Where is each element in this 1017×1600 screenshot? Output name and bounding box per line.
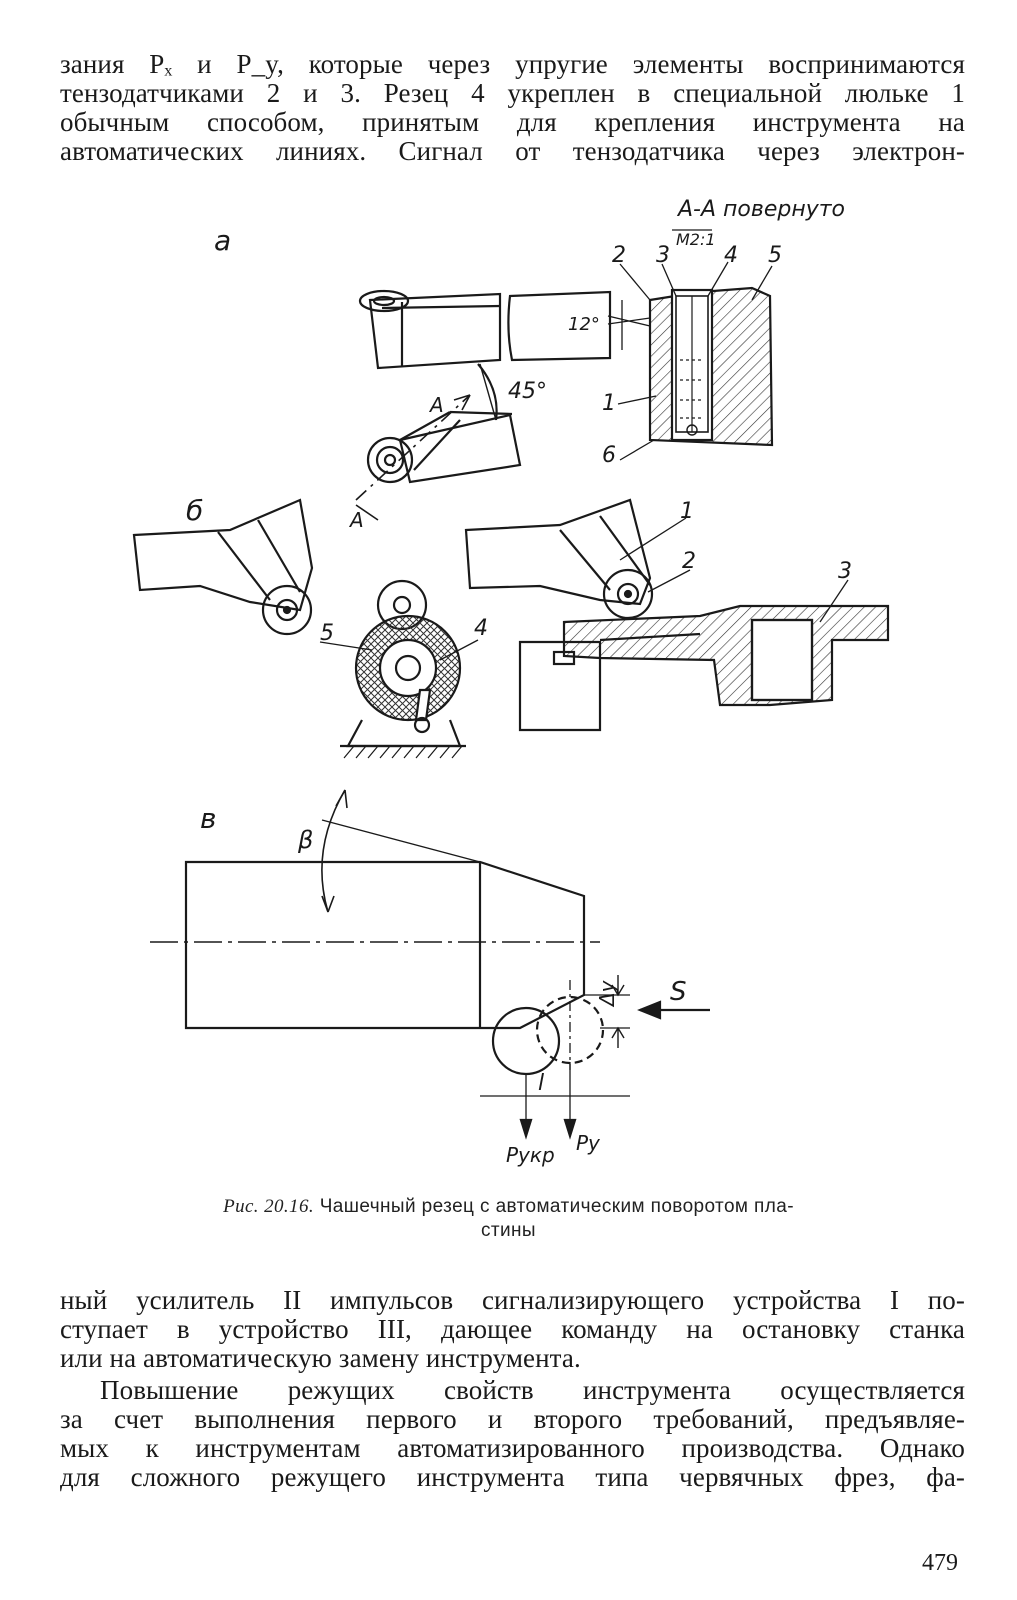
callout-b-3: 3	[838, 559, 852, 584]
scale-label: М2:1	[676, 230, 716, 249]
callout-3: 3	[656, 243, 670, 268]
angle-45-label: 45°	[508, 379, 547, 404]
bottom-paragraph-1: ный усилитель II импульсов сигнализирующ…	[60, 1286, 965, 1373]
section-title: А-А повернуто	[676, 197, 845, 222]
delta-y-label: Δу	[595, 979, 619, 1008]
caption-prefix: Рис. 20.16.	[223, 1196, 315, 1217]
page-number: 479	[922, 1550, 958, 1576]
panel-label-b: б	[186, 494, 203, 527]
text-line: или на автоматическую замену инструмента…	[60, 1343, 581, 1373]
feed-s-label: S	[670, 977, 687, 1007]
force-ukr-label: Pукр	[506, 1143, 555, 1167]
callout-b-4: 4	[474, 616, 488, 641]
callout-b-5: 5	[320, 621, 334, 646]
text-line: Повышение режущих свойств инструмента ос…	[100, 1375, 965, 1405]
text-line: зания Pₓ и P_y, которые через упругие эл…	[60, 49, 965, 79]
bottom-paragraph-2: Повышение режущих свойств инструмента ос…	[60, 1376, 965, 1492]
callout-2: 2	[612, 243, 626, 268]
panel-label-a: а	[214, 224, 231, 257]
figure-caption: Рис. 20.16. Чашечный резец с автоматичес…	[0, 1196, 1017, 1218]
caption-line1: Чашечный резец с автоматическим поворото…	[319, 1196, 794, 1217]
technical-figure: а 45° А А А-А повернуто М2:1	[132, 197, 890, 1167]
callout-5: 5	[768, 243, 782, 268]
callout-4: 4	[724, 243, 738, 268]
text-line: тензодатчиками 2 и 3. Резец 4 укреплен в…	[60, 78, 965, 108]
caption-line2: стины	[481, 1220, 536, 1241]
callout-6: 6	[602, 443, 616, 468]
text-line: за счет выполнения первого и второго тре…	[60, 1404, 965, 1434]
section-mark-lower: А	[348, 508, 364, 532]
callout-b-2: 2	[682, 549, 696, 574]
text-line: автоматических линиях. Сигнал от тензода…	[60, 136, 965, 166]
section-mark-upper: А	[428, 393, 444, 417]
figure-caption-cont: стины	[0, 1220, 1017, 1242]
callout-1: 1	[602, 391, 616, 416]
text-line: обычным способом, принятым для крепления…	[60, 107, 965, 137]
text-line: ступает в устройство III, дающее команду…	[60, 1314, 965, 1344]
callout-b-1: 1	[680, 499, 694, 524]
top-paragraph: зания Pₓ и P_y, которые через упругие эл…	[60, 50, 965, 166]
panel-label-v: в	[200, 802, 217, 835]
length-l-label: l	[538, 1071, 544, 1096]
text-line: ный усилитель II импульсов сигнализирующ…	[60, 1285, 965, 1315]
text-line: мых к инструментам автоматизированного п…	[60, 1433, 965, 1463]
beta-label: β	[297, 826, 313, 854]
force-y-label: Pу	[576, 1131, 601, 1155]
angle-12-label: 12°	[568, 314, 600, 335]
text-line: для сложного режущего инструмента типа ч…	[60, 1462, 965, 1492]
